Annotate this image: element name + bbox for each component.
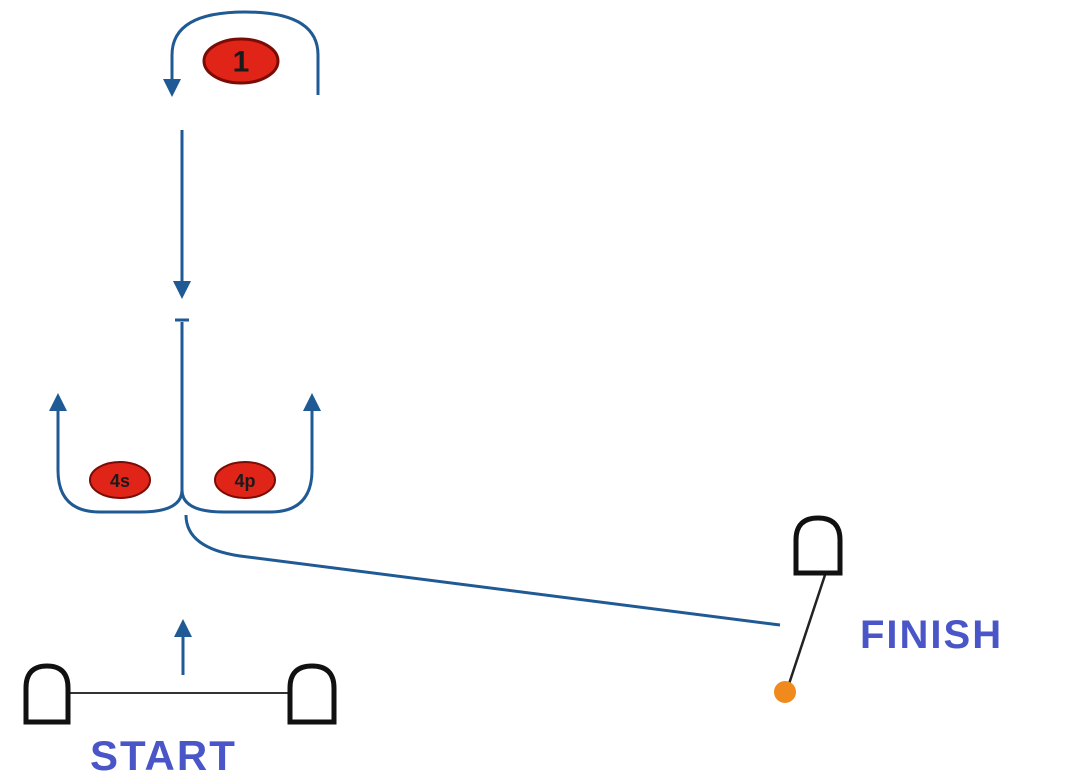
mark-4p: 4p bbox=[214, 461, 276, 499]
finish-label: FINISH bbox=[860, 613, 1003, 657]
gate-starboard-rounding-path bbox=[49, 393, 184, 514]
start-label: START bbox=[90, 732, 237, 775]
mark-4s: 4s bbox=[89, 461, 151, 499]
finish-pin-buoy bbox=[774, 681, 796, 703]
mark-1-label: 1 bbox=[233, 46, 250, 79]
finish-line bbox=[785, 574, 827, 691]
finish-leg-path bbox=[184, 514, 781, 627]
gate-port-rounding-path bbox=[180, 393, 321, 514]
mark-4s-label: 4s bbox=[110, 471, 130, 491]
mark-4p-buoy bbox=[214, 461, 276, 499]
start-pin-boat bbox=[23, 663, 71, 725]
mark-1: 1 bbox=[202, 37, 280, 85]
mark-4s-buoy bbox=[89, 461, 151, 499]
windward-rounding-path bbox=[163, 10, 320, 97]
finish-committee-boat bbox=[793, 515, 843, 576]
start-committee-boat bbox=[287, 663, 337, 725]
mark-4p-label: 4p bbox=[234, 471, 255, 491]
mark-1-buoy bbox=[202, 37, 280, 85]
